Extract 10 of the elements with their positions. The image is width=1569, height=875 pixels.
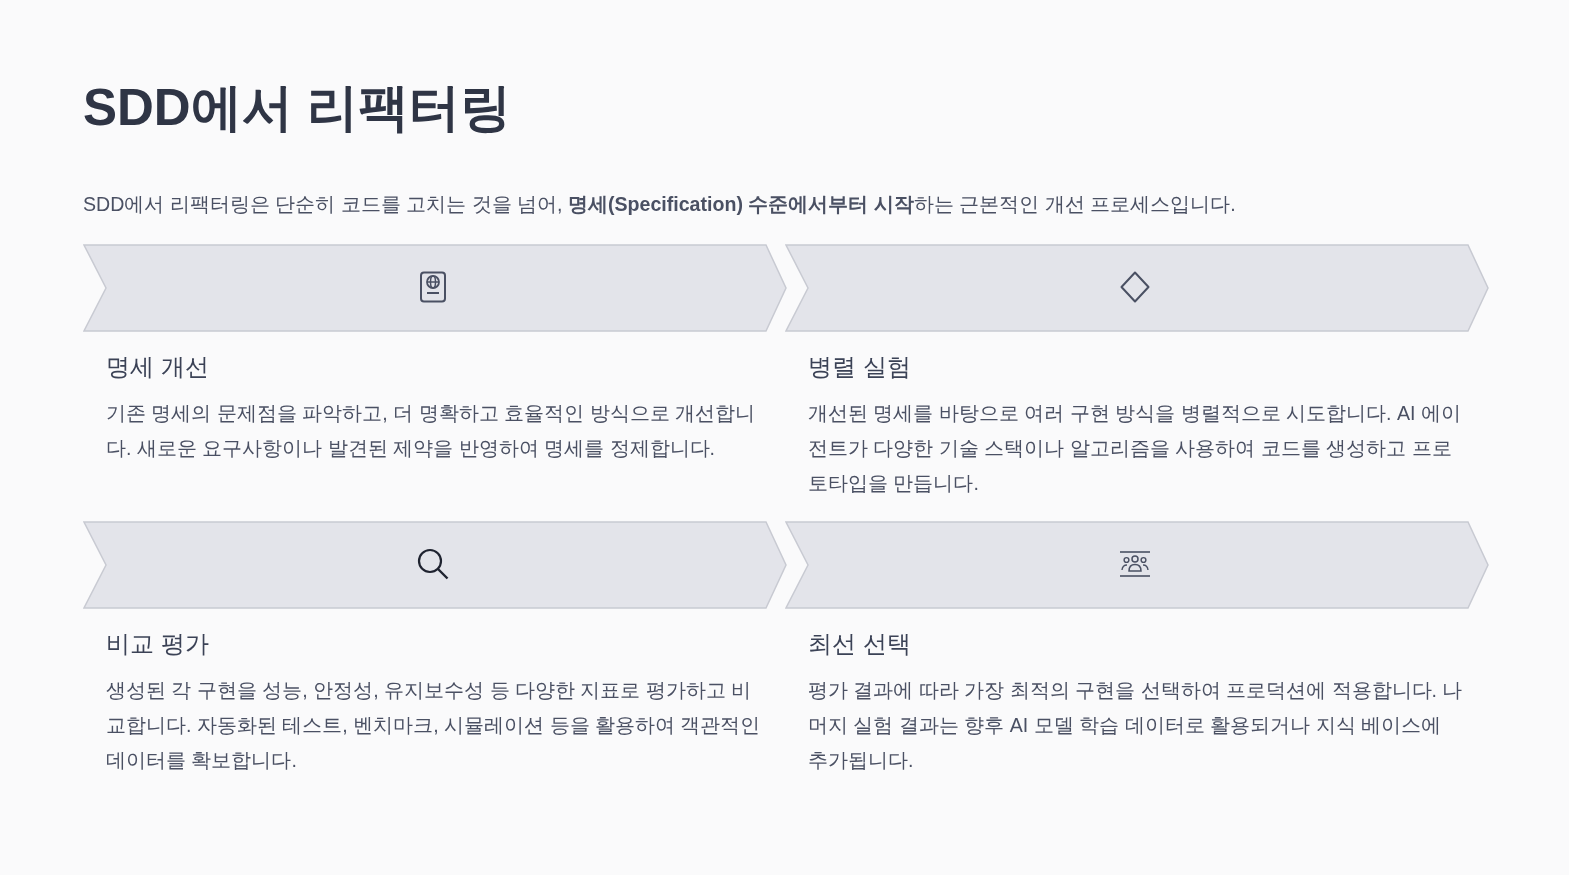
step-heading: 비교 평가 xyxy=(106,629,209,659)
step-heading: 최선 선택 xyxy=(808,629,911,659)
step-description: 기존 명세의 문제점을 파악하고, 더 명확하고 효율적인 방식으로 개선합니다. 새로운 요구사항이나 발견된 제약을 반영하여 명세를 정제합니다. xyxy=(106,401,756,461)
step-description: 평가 결과에 따라 가장 최적의 구현을 선택하여 프로덕션에 적용합니다. 나머지 실험 결과는 향후 AI 모델 학습 데이터로 활용되거나 지식 베이스에 추가됩니다. xyxy=(808,678,1463,773)
step-heading: 명세 개선 xyxy=(106,352,209,382)
step-description: 개선된 명세를 바탕으로 여러 구현 방식을 병렬적으로 시도합니다. AI 에이전트가 다양한 기술 스택이나 알고리즘을 사용하여 코드를 생성하고 프로토타입을 만듭니다. xyxy=(808,401,1462,496)
step-heading: 병렬 실험 xyxy=(808,352,911,382)
subtitle-text: SDD에서 리팩터링은 단순히 코드를 고치는 것을 넘어, 명세(Specification) 수준에서부터 시작하는 근본적인 개선 프로세스입니다. xyxy=(83,192,1236,217)
step-description: 생성된 각 구현을 성능, 안정성, 유지보수성 등 다양한 지표로 평가하고 비교합니다. 자동화된 테스트, 벤치마크, 시뮬레이션 등을 활용하여 객관적인 데이터를 확보합니다. xyxy=(106,678,761,773)
slide-title: SDD에서 리팩터링 xyxy=(83,78,511,138)
